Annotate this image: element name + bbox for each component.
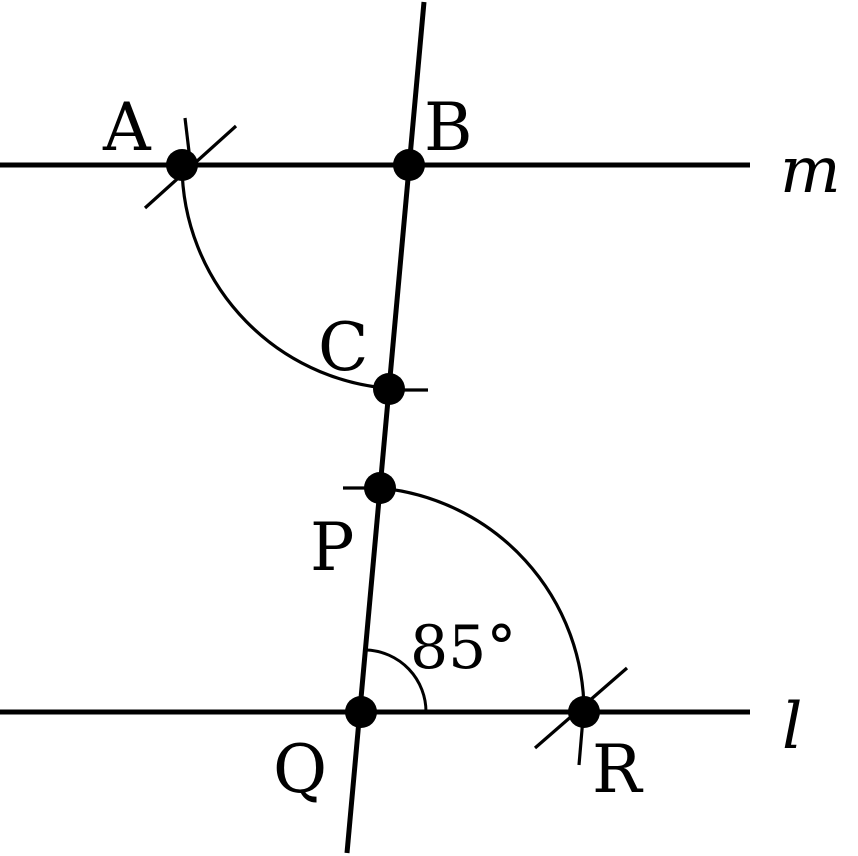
angle-arc-q xyxy=(366,648,428,713)
arc-a-to-c xyxy=(180,164,402,391)
label-line-m: m xyxy=(780,134,841,208)
point-q xyxy=(345,696,377,728)
label-angle-85: 85° xyxy=(410,613,516,683)
label-a: A xyxy=(102,89,152,166)
label-p: P xyxy=(310,509,354,586)
point-c xyxy=(373,373,405,405)
label-q: Q xyxy=(273,731,327,808)
label-c: C xyxy=(318,309,369,386)
point-b xyxy=(393,149,425,181)
label-line-l: l xyxy=(782,690,802,764)
label-b: B xyxy=(424,89,473,166)
label-r: R xyxy=(592,731,644,808)
arc-p-to-r xyxy=(379,486,586,713)
point-r xyxy=(568,696,600,728)
point-a xyxy=(166,149,198,181)
point-p xyxy=(364,472,396,504)
